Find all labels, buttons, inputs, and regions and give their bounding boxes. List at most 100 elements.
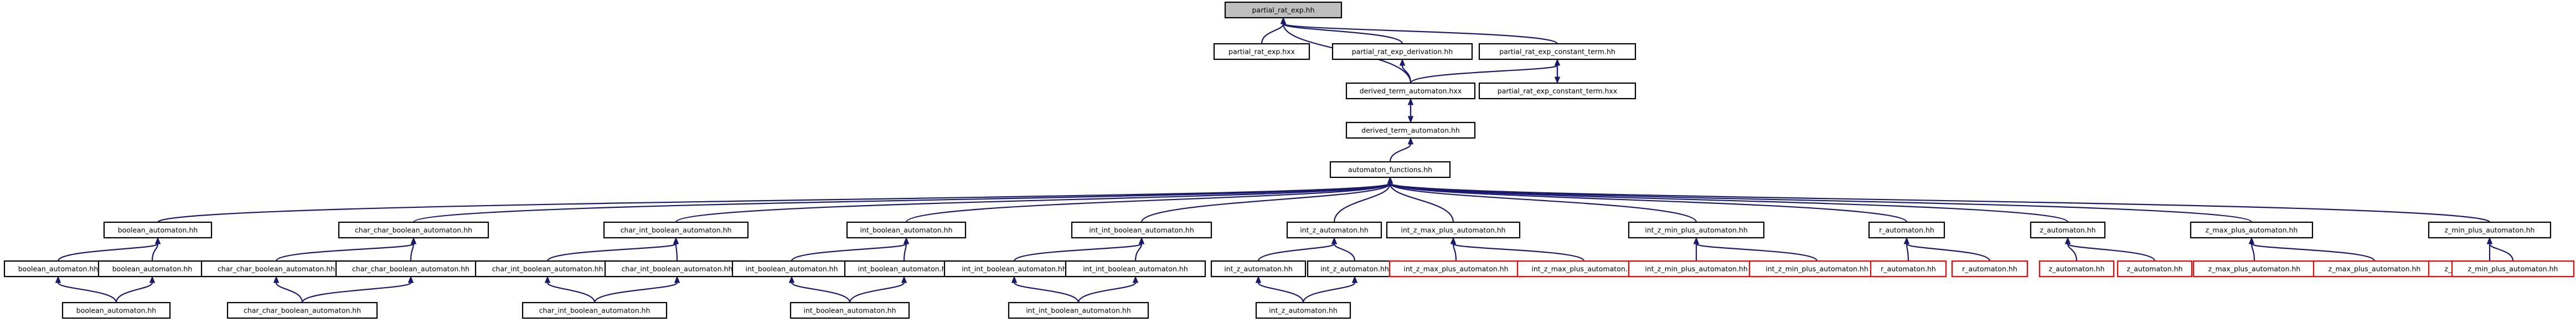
- node-m2b[interactable]: z_min_plus_automaton.hh: [2451, 260, 2575, 278]
- edge-line: [593, 282, 678, 303]
- arrow-head-icon: [903, 237, 910, 244]
- node-box: [1868, 221, 1945, 239]
- node-c1[interactable]: char_char_boolean_automaton.hh: [338, 221, 489, 239]
- node-b3[interactable]: boolean_automaton.hh: [61, 301, 171, 319]
- node-n4[interactable]: derived_term_automaton.hxx: [1345, 82, 1476, 100]
- node-c2b[interactable]: char_char_boolean_automaton.hh: [335, 260, 487, 278]
- node-i2a[interactable]: int_z_min_plus_automaton.hh: [1628, 260, 1765, 278]
- edge-b3-to-b2b: [115, 275, 156, 303]
- node-box: [1345, 82, 1476, 100]
- node-box: [1478, 43, 1637, 60]
- node-e2a[interactable]: int_boolean_automaton.hh: [731, 260, 852, 278]
- edge-line: [1389, 183, 1697, 223]
- node-h2a[interactable]: int_z_max_plus_automaton.hh: [1388, 260, 1524, 278]
- node-n0[interactable]: partial_rat_exp.hh: [1224, 1, 1343, 19]
- node-c2a[interactable]: char_char_boolean_automaton.hh: [200, 260, 352, 278]
- node-f2a[interactable]: int_int_boolean_automaton.hh: [943, 260, 1085, 278]
- node-label: z_automaton.hh: [2126, 265, 2182, 273]
- node-label: boolean_automaton.hh: [118, 226, 198, 234]
- node-label: r_automaton.hh: [1879, 226, 1934, 234]
- node-g2b[interactable]: int_z_automaton.hh: [1307, 260, 1403, 278]
- node-k1[interactable]: z_automaton.hh: [2030, 221, 2106, 239]
- edge-line: [2250, 243, 2376, 262]
- node-h1[interactable]: int_z_max_plus_automaton.hh: [1386, 221, 1521, 239]
- node-g3[interactable]: int_z_automaton.hh: [1255, 301, 1351, 319]
- node-g2a[interactable]: int_z_automaton.hh: [1210, 260, 1307, 278]
- edge-n4-to-n3: [1410, 58, 1561, 84]
- node-box: [789, 301, 910, 319]
- node-j2b[interactable]: r_automaton.hh: [1951, 260, 2028, 278]
- edge-line: [1401, 65, 1412, 84]
- node-box: [1286, 221, 1382, 239]
- node-c3[interactable]: char_char_boolean_automaton.hh: [226, 301, 378, 319]
- edge-g3-to-g2b: [1302, 275, 1358, 303]
- node-label: char_int_boolean_automaton.hh: [539, 306, 651, 315]
- edge-d3-to-d2a: [544, 275, 596, 303]
- node-box: [1478, 82, 1637, 100]
- node-f2b[interactable]: int_int_boolean_automaton.hh: [1065, 260, 1206, 278]
- node-d2a[interactable]: char_int_boolean_automaton.hh: [474, 260, 621, 278]
- edge-j1-to-n7: [1387, 176, 1908, 223]
- edge-line: [1389, 182, 2069, 223]
- node-n3[interactable]: partial_rat_exp_constant_term.hh: [1478, 43, 1637, 60]
- edge-h1-to-n7: [1387, 176, 1454, 223]
- node-n7[interactable]: automaton_functions.hh: [1329, 161, 1451, 178]
- node-label: automaton_functions.hh: [1348, 166, 1432, 174]
- edge-f2b-to-f1: [1134, 237, 1145, 262]
- arrow-head-icon: [2486, 237, 2493, 244]
- arrow-head-icon: [1554, 76, 1561, 84]
- node-j2a[interactable]: r_automaton.hh: [1870, 260, 1947, 278]
- node-label: partial_rat_exp.hh: [1252, 6, 1314, 14]
- node-n5[interactable]: partial_rat_exp_constant_term.hxx: [1478, 82, 1637, 100]
- edge-l2b-to-l1: [2248, 237, 2376, 262]
- node-label: z_max_plus_automaton.hh: [2206, 226, 2298, 234]
- node-box: [1329, 161, 1451, 178]
- node-b2b[interactable]: boolean_automaton.hh: [97, 260, 207, 278]
- node-label: int_z_automaton.hh: [1269, 306, 1338, 315]
- node-k2b[interactable]: z_automaton.hh: [2116, 260, 2193, 278]
- node-d2b[interactable]: char_int_boolean_automaton.hh: [604, 260, 750, 278]
- node-box: [2451, 260, 2575, 278]
- edge-k2b-to-k1: [2064, 237, 2156, 262]
- node-j1[interactable]: r_automaton.hh: [1868, 221, 1945, 239]
- arrow-head-icon: [410, 237, 417, 244]
- edge-line: [2489, 243, 2514, 262]
- node-i1[interactable]: int_z_min_plus_automaton.hh: [1628, 221, 1765, 239]
- edge-line: [301, 282, 412, 303]
- node-l2a[interactable]: z_max_plus_automaton.hh: [2192, 260, 2316, 278]
- node-m1[interactable]: z_min_plus_automaton.hh: [2428, 221, 2552, 239]
- edge-line: [1906, 243, 1991, 262]
- arrow-head-icon: [1407, 116, 1414, 124]
- node-g1[interactable]: int_z_automaton.hh: [1286, 221, 1382, 239]
- edge-line: [412, 182, 1391, 223]
- node-i2b[interactable]: int_z_min_plus_automaton.hh: [1748, 260, 1886, 278]
- node-n2[interactable]: partial_rat_exp_derivation.hh: [1331, 43, 1473, 60]
- node-label: int_z_max_plus_automaton.hh: [1531, 265, 1636, 273]
- node-box: [1224, 1, 1343, 19]
- node-b2a[interactable]: boolean_automaton.hh: [3, 260, 113, 278]
- node-d3[interactable]: char_int_boolean_automaton.hh: [522, 301, 668, 319]
- edge-b2a-to-b1: [57, 237, 161, 262]
- node-label: int_int_boolean_automaton.hh: [1083, 265, 1188, 273]
- arrow-head-icon: [273, 275, 280, 283]
- node-l1[interactable]: z_max_plus_automaton.hh: [2190, 221, 2314, 239]
- node-box: [603, 221, 749, 239]
- node-n6[interactable]: derived_term_automaton.hh: [1345, 121, 1476, 139]
- node-k2a[interactable]: z_automaton.hh: [2038, 260, 2115, 278]
- node-f3[interactable]: int_int_boolean_automaton.hh: [1008, 301, 1149, 319]
- node-f1[interactable]: int_int_boolean_automaton.hh: [1071, 221, 1212, 239]
- arrow-head-icon: [1011, 275, 1018, 283]
- node-l2b[interactable]: z_max_plus_automaton.hh: [2312, 260, 2436, 278]
- edge-f3-to-f2b: [1077, 275, 1139, 303]
- edge-h2b-to-h1: [1450, 237, 1585, 262]
- node-label: char_int_boolean_automaton.hh: [622, 265, 733, 273]
- node-b1[interactable]: boolean_automaton.hh: [103, 221, 213, 239]
- node-e1[interactable]: int_boolean_automaton.hh: [846, 221, 967, 239]
- arrow-head-icon: [2064, 237, 2071, 244]
- node-e3[interactable]: int_boolean_automaton.hh: [789, 301, 910, 319]
- node-n1[interactable]: partial_rat_exp.hxx: [1213, 43, 1310, 60]
- edge-line: [2067, 243, 2078, 262]
- node-d1[interactable]: char_int_boolean_automaton.hh: [603, 221, 749, 239]
- edge-line: [2250, 243, 2255, 262]
